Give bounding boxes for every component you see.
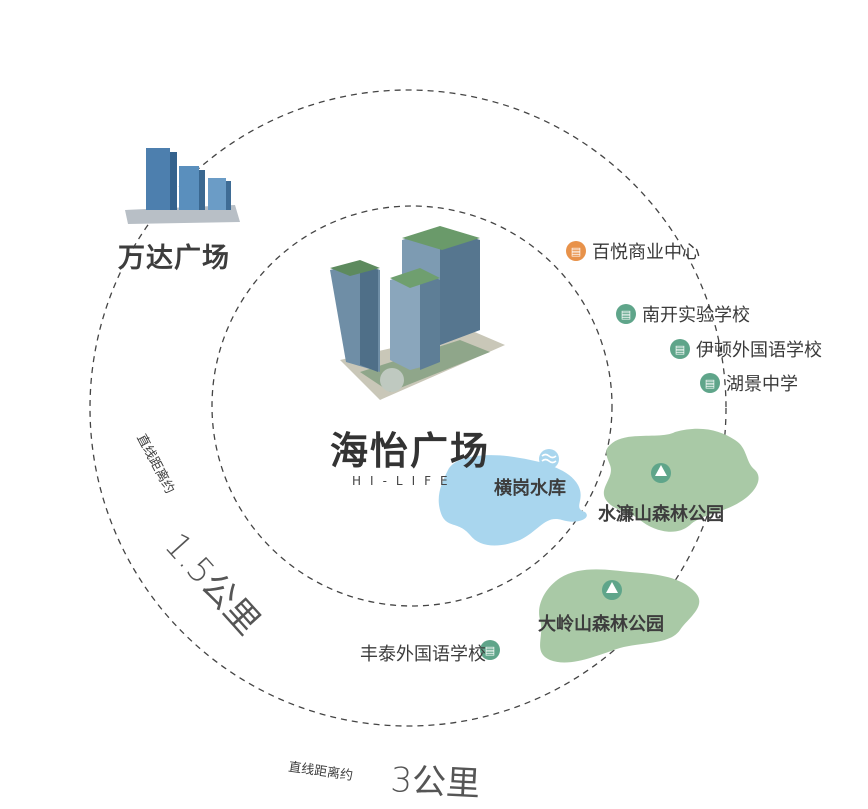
poi-baiyue: ▤ 百悦商业中心 [566,238,700,264]
school-icon: ▤ [700,373,720,393]
shuilian-park-shape [603,428,759,532]
poi-shuilian-label: 水濂山森林公园 [598,504,724,525]
ring-3km [89,89,727,727]
wanda-plaza-label: 万达广场 [118,243,230,274]
poi-daling-label: 大岭山森林公园 [538,614,664,635]
reservoir-shape [438,455,587,546]
shopping-cart-icon: ▤ [566,241,586,261]
poi-hujing: ▤ 湖景中学 [700,370,798,396]
daling-park-shape [539,569,700,663]
poi-label: 湖景中学 [726,374,798,395]
poi-henggang-label: 横岗水库 [494,478,566,499]
poi-fengtai: ▤ [480,640,500,660]
wanda-building-illustration [125,148,240,224]
center-name: 海怡广场 [330,429,491,473]
school-icon: ▤ [616,304,636,324]
water-icon [539,449,559,469]
poi-label: 百悦商业中心 [592,242,700,263]
poi-label: 南开实验学校 [642,305,750,326]
poi-fengtai-label: 丰泰外国语学校 [360,644,486,665]
center-name-en: HI-LIFE [352,474,457,488]
daling-tree-icon [602,580,622,600]
poi-label: 伊顿外国语学校 [696,340,822,361]
ring-1-5km [211,205,613,607]
poi-nankai: ▤ 南开实验学校 [616,301,750,327]
school-icon: ▤ [480,640,500,660]
hi-life-building-illustration [330,226,505,400]
poi-yidun: ▤ 伊顿外国语学校 [670,336,822,362]
school-icon: ▤ [670,339,690,359]
ring-outer-distance: 3公里 [389,759,482,805]
shuilian-tree-icon [651,463,671,483]
